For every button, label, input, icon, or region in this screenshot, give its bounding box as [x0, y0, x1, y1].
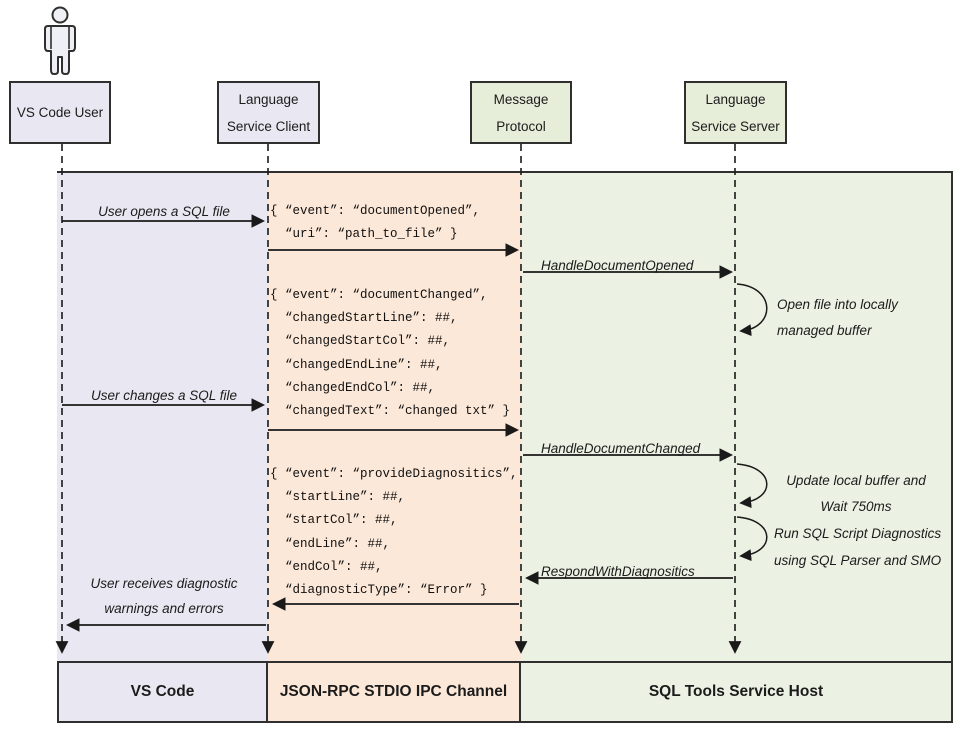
json-payload-document-opened: { “event”: “documentOpened”, “uri”: “pat…	[270, 204, 481, 242]
message-label-handle-document-opened: HandleDocumentOpened	[541, 258, 694, 273]
actor-box-message-protocol: Message Protocol	[470, 81, 572, 144]
message-label-user-opens: User opens a SQL file	[98, 204, 230, 219]
footer-box-sql-tools-service-host: SQL Tools Service Host	[519, 661, 953, 723]
message-label-user-receives: User receives diagnostic warnings and er…	[90, 576, 238, 616]
user-person-icon	[44, 6, 76, 75]
person-arms-lines	[50, 27, 70, 49]
lane-ipc-channel	[268, 173, 521, 661]
note-run-sql-diagnostics: Run SQL Script Diagnostics using SQL Par…	[774, 526, 942, 568]
footer-row: VS Code JSON-RPC STDIO IPC Channel SQL T…	[57, 661, 953, 723]
footer-box-vscode: VS Code	[57, 661, 268, 723]
actor-box-language-service-client: Language Service Client	[217, 81, 320, 144]
json-payload-provide-diagnostics: { “event”: “provideDiagnositics”, “start…	[270, 467, 518, 598]
footer-box-jsonrpc-channel: JSON-RPC STDIO IPC Channel	[266, 661, 521, 723]
lane-vscode	[57, 173, 268, 661]
actor-box-vscode-user: VS Code User	[9, 81, 111, 144]
lanes-band	[57, 171, 953, 661]
message-label-respond-with-diagnostics: RespondWithDiagnositics	[541, 564, 695, 579]
json-payload-document-changed: { “event”: “documentChanged”, “changedSt…	[270, 288, 511, 419]
lane-service-host	[521, 173, 951, 661]
note-update-buffer-wait: Update local buffer and Wait 750ms	[786, 473, 926, 514]
actor-box-language-service-server: Language Service Server	[684, 81, 787, 144]
person-body	[44, 25, 76, 75]
note-open-file-buffer: Open file into locally managed buffer	[777, 297, 898, 338]
message-label-user-changes: User changes a SQL file	[90, 388, 238, 403]
person-head	[51, 6, 69, 24]
message-label-handle-document-changed: HandleDocumentChanged	[541, 441, 701, 456]
